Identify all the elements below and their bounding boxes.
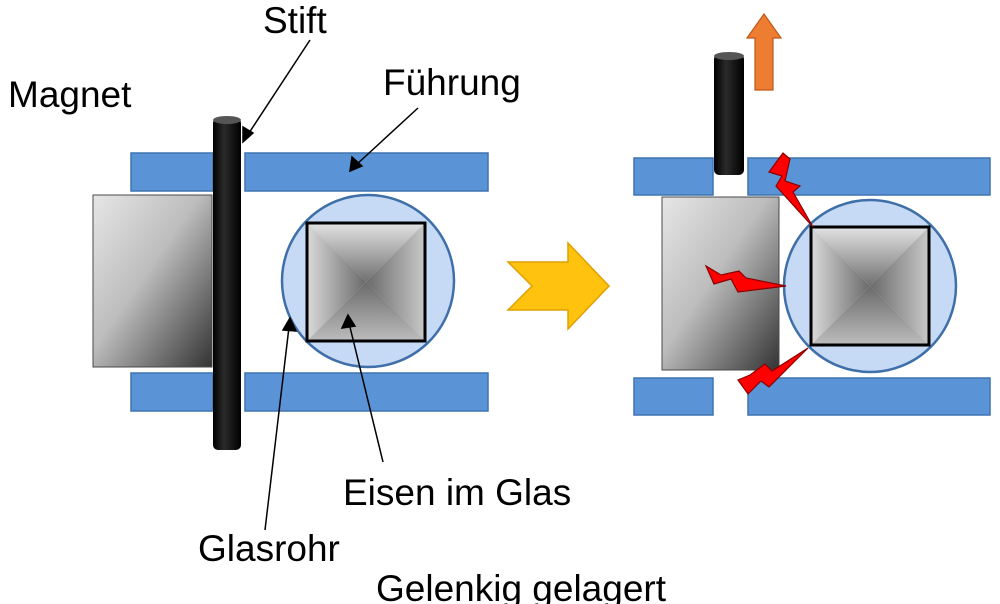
spark-icon (768, 152, 814, 228)
spark-icon (704, 264, 787, 293)
iron-core (305, 221, 427, 343)
guide-rail-bottom-left (633, 377, 714, 416)
guide-rail-top-left (130, 152, 214, 192)
guide-rail-top-left (633, 157, 714, 196)
pointer-eisen (348, 322, 384, 463)
label-glasrohr: Glasrohr (198, 528, 340, 569)
pointer-fuehrung (355, 107, 419, 166)
guide-rail-top-right (244, 152, 489, 192)
label-stift: Stift (263, 0, 327, 41)
magnet-block (92, 194, 213, 368)
pointer-stift (246, 39, 311, 137)
pin (213, 116, 241, 450)
pointer-glasrohr (264, 326, 290, 531)
label-magnet: Magnet (8, 74, 132, 115)
guide-rail-bottom-right (747, 377, 991, 416)
iron-core (809, 225, 931, 347)
pointer-lines (242, 39, 419, 531)
pointer-eisen-head (340, 313, 357, 329)
left-assembly (92, 39, 489, 531)
stress-sparks (704, 152, 814, 395)
right-assembly (633, 12, 991, 416)
transition-arrow (506, 241, 611, 331)
label-eisen-im-glas: Eisen im Glas (343, 472, 572, 513)
label-gelenkig-gelagert: Gelenkig gelagert (376, 568, 667, 604)
pointer-fuehrung-head (349, 155, 364, 173)
pointer-stift-head (242, 125, 255, 144)
lift-arrow (745, 12, 783, 91)
pointer-glasrohr-head (281, 316, 298, 332)
pin-lifted (714, 52, 744, 175)
guide-rail-bottom-left (130, 372, 214, 412)
label-fuehrung: Führung (383, 62, 521, 103)
spark-icon (737, 347, 809, 395)
